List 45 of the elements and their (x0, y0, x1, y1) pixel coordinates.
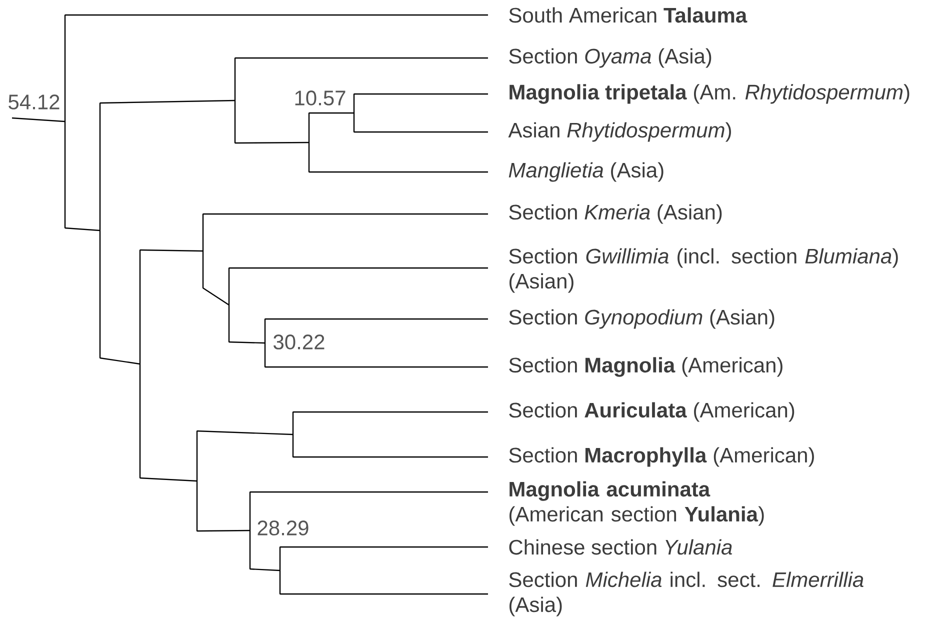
branch-line (280, 546, 488, 548)
taxon-label: Section Magnolia (American) (509, 357, 782, 377)
branch-line (265, 318, 488, 320)
taxon-label: Magnolia tripetala (Am. Rhytidospermum) (510, 84, 910, 104)
branch-line (65, 14, 488, 16)
divergence-age: 28.29 (258, 520, 308, 536)
taxon-label: Section Oyama (Asia) (509, 48, 712, 68)
branch-line (250, 491, 488, 493)
branch-line (265, 366, 488, 368)
branch-line (229, 341, 266, 344)
divergence-age: 10.57 (295, 90, 346, 106)
branch-line (140, 477, 198, 482)
taxon-label: Asian Rhytidospermum) (508, 122, 731, 142)
taxon-label: South American Talauma (509, 7, 748, 23)
taxon-label: Section Gwillimia (incl. section Blumiana) (Asian) (509, 248, 898, 293)
branch-line (354, 131, 488, 133)
branch-line (12, 117, 66, 122)
branch-line (250, 568, 280, 572)
branch-line (229, 267, 488, 269)
branch-line (203, 213, 488, 215)
taxon-label: Magnolia acuminata (American section Yulania) (510, 481, 764, 526)
branch-line (196, 430, 294, 436)
branch-line (100, 357, 140, 365)
taxon-label: Section Auriculata (American) (509, 402, 794, 422)
branch-line (235, 57, 488, 59)
taxon-label: Section Michelia incl. sect. Elmerrillia (Asia) (509, 572, 864, 616)
branch-line (309, 112, 354, 114)
taxon-label: Section Kmeria (Asian) (509, 204, 722, 224)
branch-line (235, 142, 309, 144)
branch-line (202, 288, 230, 306)
branch-line (140, 249, 204, 252)
branch-line (64, 227, 100, 232)
branch-line (197, 530, 250, 532)
divergence-age: 54.12 (8, 94, 60, 110)
taxon-label: Section Gynopodium (Asian) (509, 309, 774, 329)
branch-line (354, 93, 488, 95)
branch-line (280, 593, 488, 595)
branch-line (293, 456, 488, 458)
taxon-label: Manglietia (Asia) (508, 162, 664, 182)
taxon-label: Section Macrophylla (American) (509, 447, 814, 467)
divergence-age: 30.22 (274, 334, 324, 350)
branch-line (293, 411, 488, 413)
taxon-label: Chinese section Yulania (509, 539, 732, 555)
branch-line (100, 100, 236, 104)
branch-line (309, 171, 488, 173)
